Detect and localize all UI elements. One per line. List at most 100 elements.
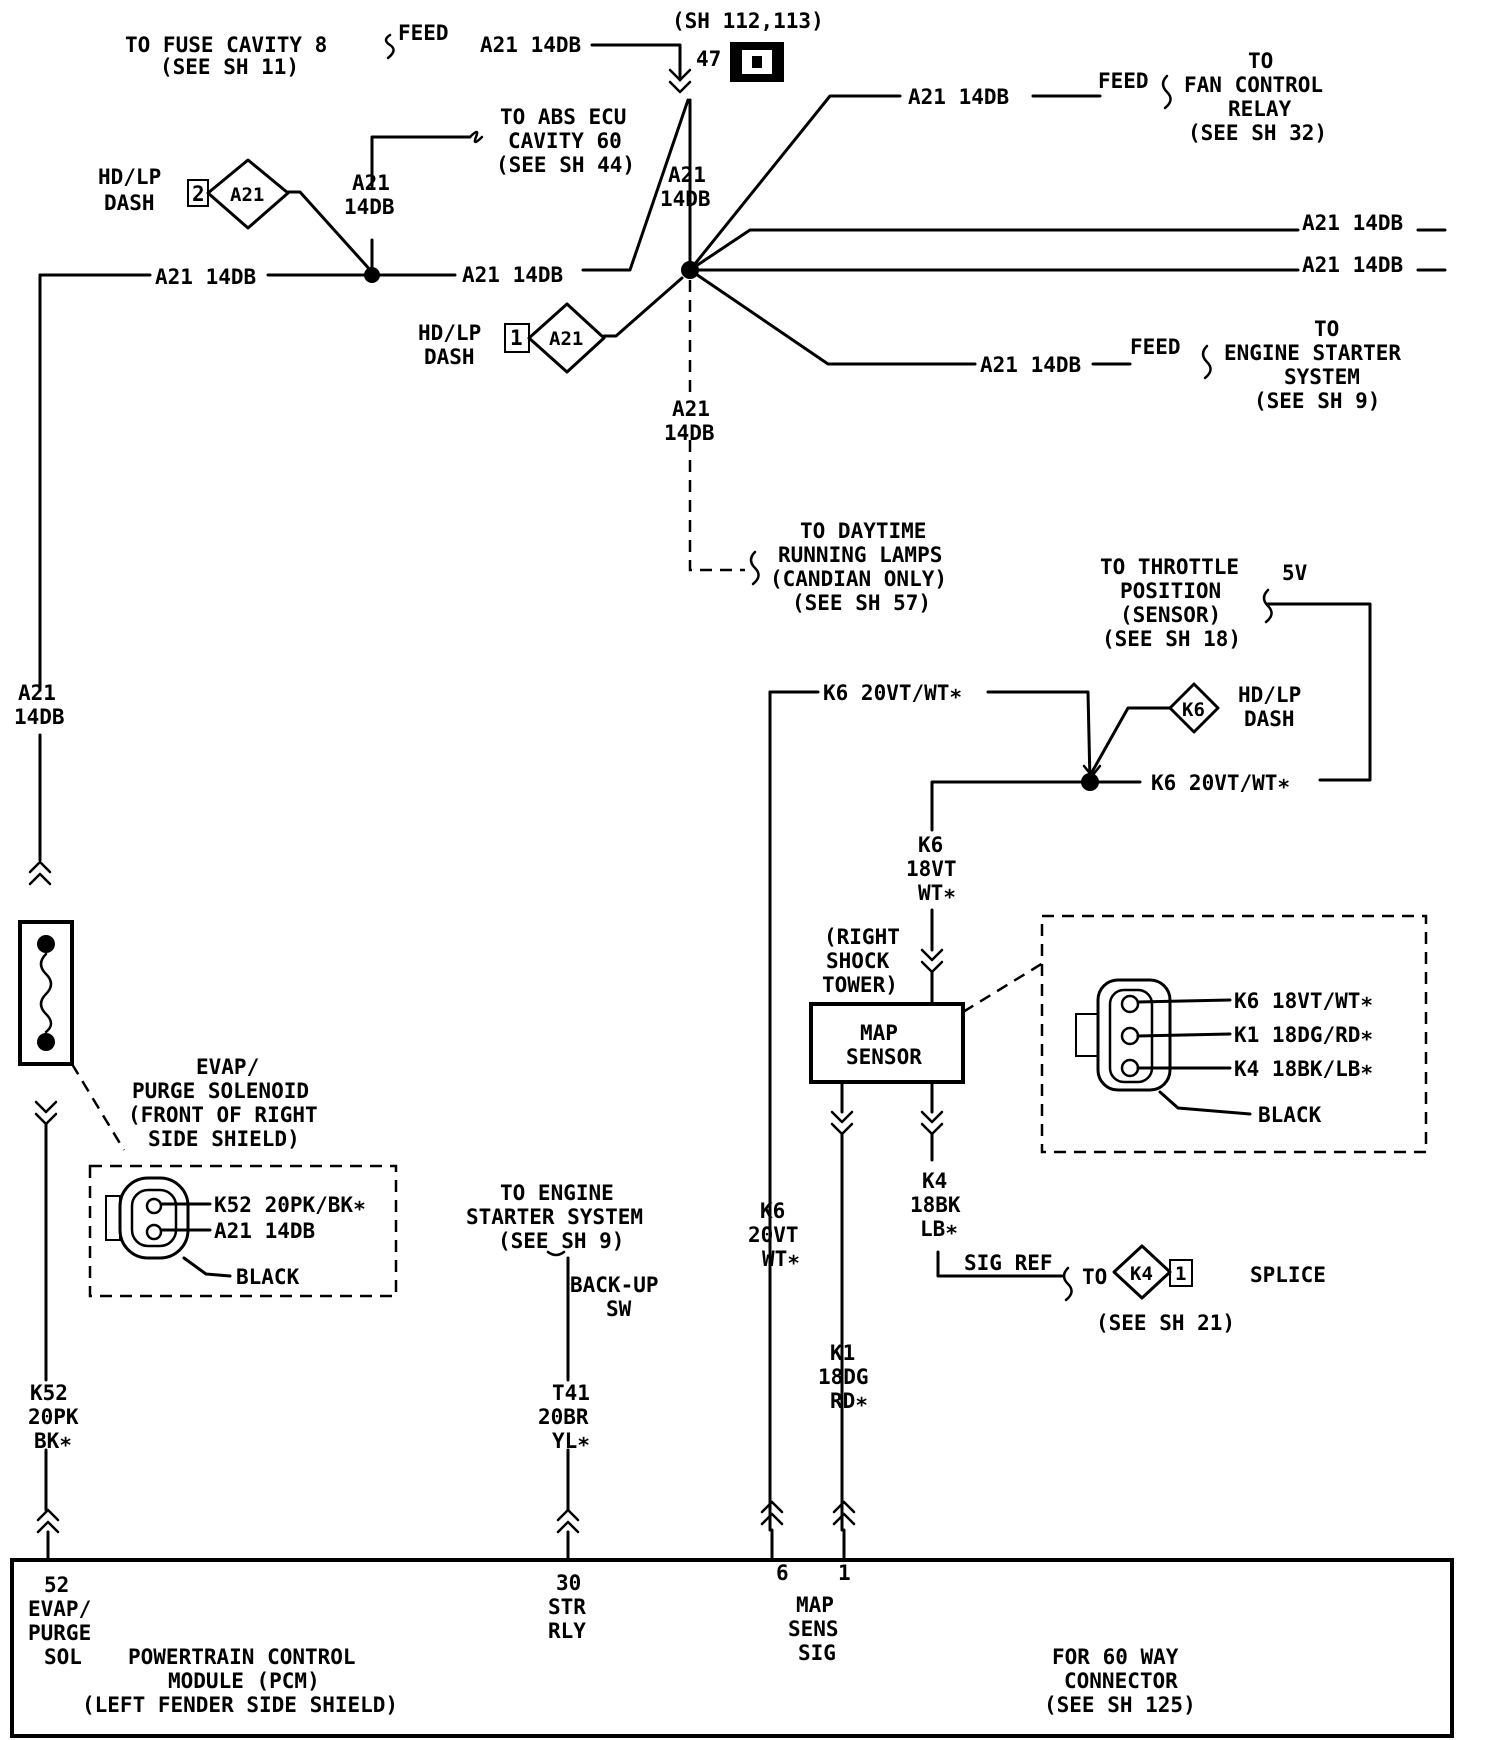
pcm-box (10, 1558, 1454, 1738)
evap-name-4: SIDE SHIELD) (148, 1127, 300, 1151)
abs-label-3: (SEE SH 44) (496, 153, 635, 177)
k4-splice-connector: K4 1 (1112, 1244, 1193, 1300)
wire-t41-3: YL∗ (552, 1429, 590, 1453)
hdlp-a21-pin2 (187, 158, 290, 230)
splice-conn-k4: K4 (1130, 1263, 1153, 1285)
wire-k1-2: 18DG (818, 1365, 869, 1389)
wire-k6-18-3: WT∗ (918, 881, 956, 905)
abs-label-1: TO ABS ECU (500, 105, 626, 129)
tps-label-1: TO THROTTLE (1100, 555, 1239, 579)
splice-k6 (1081, 773, 1099, 791)
fan-label-4: (SEE SH 32) (1188, 121, 1327, 145)
backup-sw-2: SW (606, 1297, 632, 1321)
evap-labels: A21 14DB EVAP/ PURGE SOLENOID (FRONT OF … (14, 681, 318, 1453)
break-symbols (384, 33, 1273, 1302)
wire-a21-drl-2: 14DB (664, 421, 715, 445)
connector-47 (730, 42, 784, 82)
wire-a21-mid: A21 14DB (462, 263, 563, 287)
wire-t41-1: T41 (552, 1381, 590, 1405)
map-loc-2: SHOCK (826, 949, 890, 973)
backup-label-1: TO ENGINE (500, 1181, 614, 1205)
hdlp-label-top-1: HD/LP (98, 165, 161, 189)
pcm-name-1: POWERTRAIN CONTROL (128, 1645, 356, 1669)
pcm-pin30-1: 30 (556, 1571, 581, 1595)
tps-label-3: (SENSOR) (1120, 603, 1221, 627)
map-pin-k6: K6 18VT/WT∗ (1234, 989, 1373, 1013)
feed-label-starter: FEED (1130, 335, 1181, 359)
starter-label-4: (SEE SH 9) (1254, 389, 1380, 413)
hdlp-label-mid-2: DASH (424, 345, 475, 369)
pcm-name-2: MODULE (PCM) (168, 1669, 320, 1693)
hdlp-label-k6-2: DASH (1244, 707, 1295, 731)
map-sensor-box (809, 1002, 965, 1084)
wire-a21-abs-1: A21 (352, 171, 390, 195)
pcm-conn-3: (SEE SH 125) (1044, 1693, 1196, 1717)
fan-label-1: TO (1248, 49, 1273, 73)
hdlp-a21-pin1 (504, 302, 606, 374)
wire-k1-3: RD∗ (830, 1389, 868, 1413)
sig-ref-to: TO (1082, 1265, 1107, 1289)
wire-k4-1: K4 (922, 1169, 947, 1193)
wire-k6v-3: WT∗ (762, 1247, 800, 1271)
drl-label-4: (SEE SH 57) (792, 591, 931, 615)
wire-k52-1: K52 (30, 1381, 68, 1405)
top-labels: TO FUSE CAVITY 8 (SEE SH 11) FEED A21 14… (98, 9, 1403, 615)
backup-sw-1: BACK-UP (570, 1273, 659, 1297)
splice-pin-1: 1 (1175, 1263, 1186, 1285)
hdlp-label-mid-1: HD/LP (418, 321, 481, 345)
backup-switch (556, 1256, 580, 1562)
evap-name-1: EVAP/ (196, 1055, 259, 1079)
pcm-pin1: 1 (838, 1561, 851, 1585)
wire-k52-2: 20PK (28, 1405, 79, 1429)
pcm-mapsig-2: SENS (788, 1617, 839, 1641)
hdlp-pin-2: 2 (192, 182, 205, 206)
top-wiring (38, 43, 1447, 862)
wire-a21-vertical-2: 14DB (14, 705, 65, 729)
evap-name-3: (FRONT OF RIGHT (128, 1103, 318, 1127)
pcm-pin30-2: STR (548, 1595, 586, 1619)
hdlp-label-top-2: DASH (104, 191, 155, 215)
starter-label-1: TO (1314, 317, 1339, 341)
map-loc-1: (RIGHT (824, 925, 900, 949)
backup-label-2: STARTER SYSTEM (466, 1205, 643, 1229)
pcm-pin30-3: RLY (548, 1619, 586, 1643)
fan-label-2: FAN CONTROL (1184, 73, 1323, 97)
drl-label-3: (CANDIAN ONLY) (770, 567, 947, 591)
wire-k52-3: BK∗ (34, 1429, 72, 1453)
evap-connector-detail: K52 20PK/BK∗ A21 14DB BLACK (88, 1164, 398, 1298)
wire-a21-fuse: A21 14DB (480, 33, 581, 57)
feed-label-fuse: FEED (398, 21, 449, 45)
wire-k6v-2: 20VT (748, 1223, 799, 1247)
wire-k6-right: K6 20VT/WT∗ (1151, 771, 1290, 795)
fuse-label-1: TO FUSE CAVITY 8 (125, 33, 327, 57)
map-connector-detail: K6 18VT/WT∗ K1 18DG/RD∗ K4 18BK/LB∗ BLAC… (1040, 914, 1428, 1154)
wire-k4-2: 18BK (910, 1193, 961, 1217)
pcm-mapsig-1: MAP (796, 1593, 834, 1617)
map-loc-3: TOWER) (822, 973, 898, 997)
sh-ref: (SH 112,113) (672, 9, 824, 33)
wire-a21-vertical-1: A21 (18, 681, 56, 705)
pcm-pin52-2: EVAP/ (28, 1597, 91, 1621)
evap-name-2: PURGE SOLENOID (132, 1079, 309, 1103)
fuse-label-2: (SEE SH 11) (160, 55, 299, 79)
wire-k6-top: K6 20VT/WT∗ (823, 681, 962, 705)
pcm-pin52-4: SOL (44, 1645, 82, 1669)
map-labels: (RIGHT SHOCK TOWER) MAP SENSOR K4 18BK L… (748, 925, 1326, 1413)
hdlp-conn-k6: K6 (1182, 699, 1205, 721)
pcm-conn-1: FOR 60 WAY (1052, 1645, 1179, 1669)
hdlp-pin-1: 1 (510, 326, 523, 350)
map-pin-k4: K4 18BK/LB∗ (1234, 1057, 1373, 1081)
map-name-2: SENSOR (846, 1045, 922, 1069)
wire-a21-left: A21 14DB (155, 265, 256, 289)
tps-label-4: (SEE SH 18) (1102, 627, 1241, 651)
wire-t41-2: 20BR (538, 1405, 589, 1429)
drl-label-2: RUNNING LAMPS (778, 543, 942, 567)
wire-a21-right-2: A21 14DB (1302, 253, 1403, 277)
starter-label-2: ENGINE STARTER (1224, 341, 1401, 365)
wire-k4-3: LB∗ (920, 1217, 958, 1241)
splice-sh: (SEE SH 21) (1096, 1311, 1235, 1335)
pcm-name-3: (LEFT FENDER SIDE SHIELD) (82, 1693, 398, 1717)
fan-label-3: RELAY (1228, 97, 1292, 121)
wire-a21-vert-1: A21 (668, 163, 706, 187)
wire-k6-18-2: 18VT (906, 857, 957, 881)
